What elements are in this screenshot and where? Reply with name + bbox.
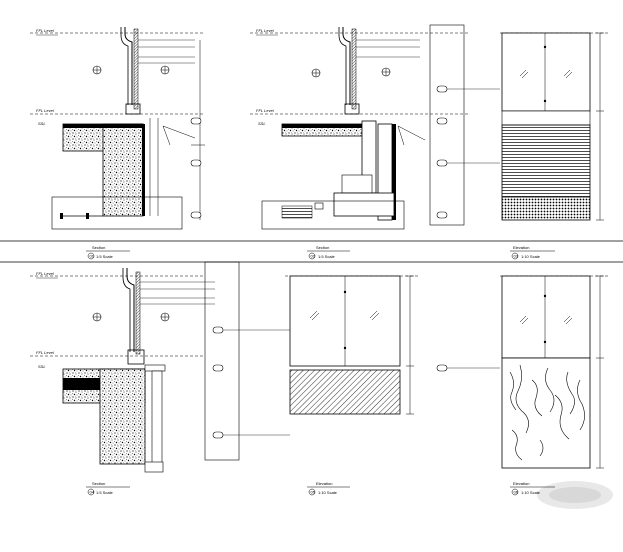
section-detail-04: FFL Level FFL Level SSL bbox=[30, 261, 290, 473]
caption-sub: 1:10 Scale bbox=[318, 490, 338, 495]
level-label: FFL Level bbox=[256, 28, 274, 33]
level-label: SSL bbox=[38, 121, 46, 126]
level-label: FFL Level bbox=[36, 271, 54, 276]
caption-number: 06 bbox=[514, 490, 519, 495]
caption-sub: 1:5 Scale bbox=[96, 254, 113, 259]
caption-title: Elevation bbox=[513, 481, 529, 486]
caption-number: 02 bbox=[311, 254, 316, 259]
elevation-detail-06 bbox=[500, 275, 613, 509]
caption-03: Elevation 1:10 Scale bbox=[510, 245, 555, 260]
level-label: FFL Level bbox=[256, 108, 274, 113]
level-label: FFL Level bbox=[36, 108, 54, 113]
level-label: FFL Level bbox=[36, 350, 54, 355]
caption-01: Section 1:5 Scale bbox=[86, 245, 130, 260]
caption-05: Elevation 1:10 Scale bbox=[307, 481, 350, 496]
caption-number: 01 bbox=[90, 254, 95, 259]
section-detail-01: FFL Level FFL Level SSL bbox=[30, 27, 205, 230]
caption-title: Section bbox=[92, 245, 105, 250]
level-label: FFL Level bbox=[36, 28, 54, 33]
section-detail-02: FFL Level FFL Level SSL bbox=[250, 24, 500, 230]
caption-sub: 1:5 Scale bbox=[318, 254, 335, 259]
caption-06: Elevation 1:10 Scale bbox=[510, 481, 555, 496]
level-label: SSL bbox=[38, 364, 46, 369]
caption-sub: 1:10 Scale bbox=[521, 490, 541, 495]
caption-number: 04 bbox=[90, 490, 95, 495]
caption-title: Section bbox=[92, 481, 105, 486]
caption-title: Elevation bbox=[513, 245, 529, 250]
caption-number: 05 bbox=[311, 490, 316, 495]
caption-number: 03 bbox=[514, 254, 519, 259]
caption-sub: 1:5 Scale bbox=[96, 490, 113, 495]
caption-title: Elevation bbox=[316, 481, 332, 486]
elevation-detail-03 bbox=[500, 32, 610, 221]
level-label: SSL bbox=[258, 121, 266, 126]
caption-02: Section 1:5 Scale bbox=[307, 245, 350, 260]
caption-04: Section 1:5 Scale bbox=[86, 481, 130, 496]
elevation-detail-05 bbox=[285, 275, 500, 415]
caption-sub: 1:10 Scale bbox=[521, 254, 541, 259]
caption-title: Section bbox=[316, 245, 329, 250]
